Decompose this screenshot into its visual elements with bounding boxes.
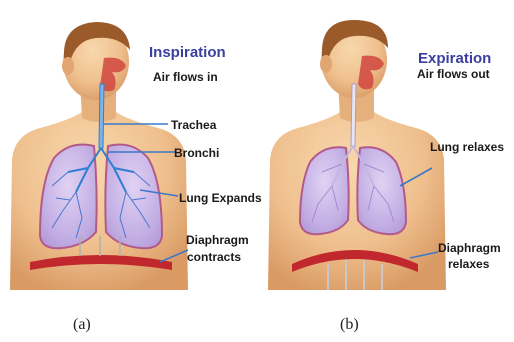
panel-a-title: Inspiration xyxy=(149,44,226,61)
label-diaphragm-b-line1: Diaphragm xyxy=(438,241,501,255)
ear-b xyxy=(320,55,332,73)
panel-a-subtitle: Air flows in xyxy=(153,70,218,84)
label-diaphragm-a-line1: Diaphragm xyxy=(186,233,249,247)
label-bronchi: Bronchi xyxy=(174,146,219,160)
label-diaphragm-a-line2: contracts xyxy=(187,250,241,264)
trachea-a xyxy=(99,84,104,148)
label-diaphragm-b-line2: relaxes xyxy=(448,257,489,271)
trachea-b xyxy=(351,84,356,146)
label-lung-relaxes: Lung relaxes xyxy=(430,140,504,154)
label-trachea: Trachea xyxy=(171,118,216,132)
panel-b-subtitle: Air flows out xyxy=(417,67,490,81)
caption-a: (a) xyxy=(73,316,91,334)
label-lung-expands: Lung Expands xyxy=(179,191,262,205)
ear-a xyxy=(62,57,74,75)
panel-a-figure xyxy=(10,22,188,290)
panel-b-title: Expiration xyxy=(418,50,491,67)
caption-b: (b) xyxy=(340,316,359,334)
